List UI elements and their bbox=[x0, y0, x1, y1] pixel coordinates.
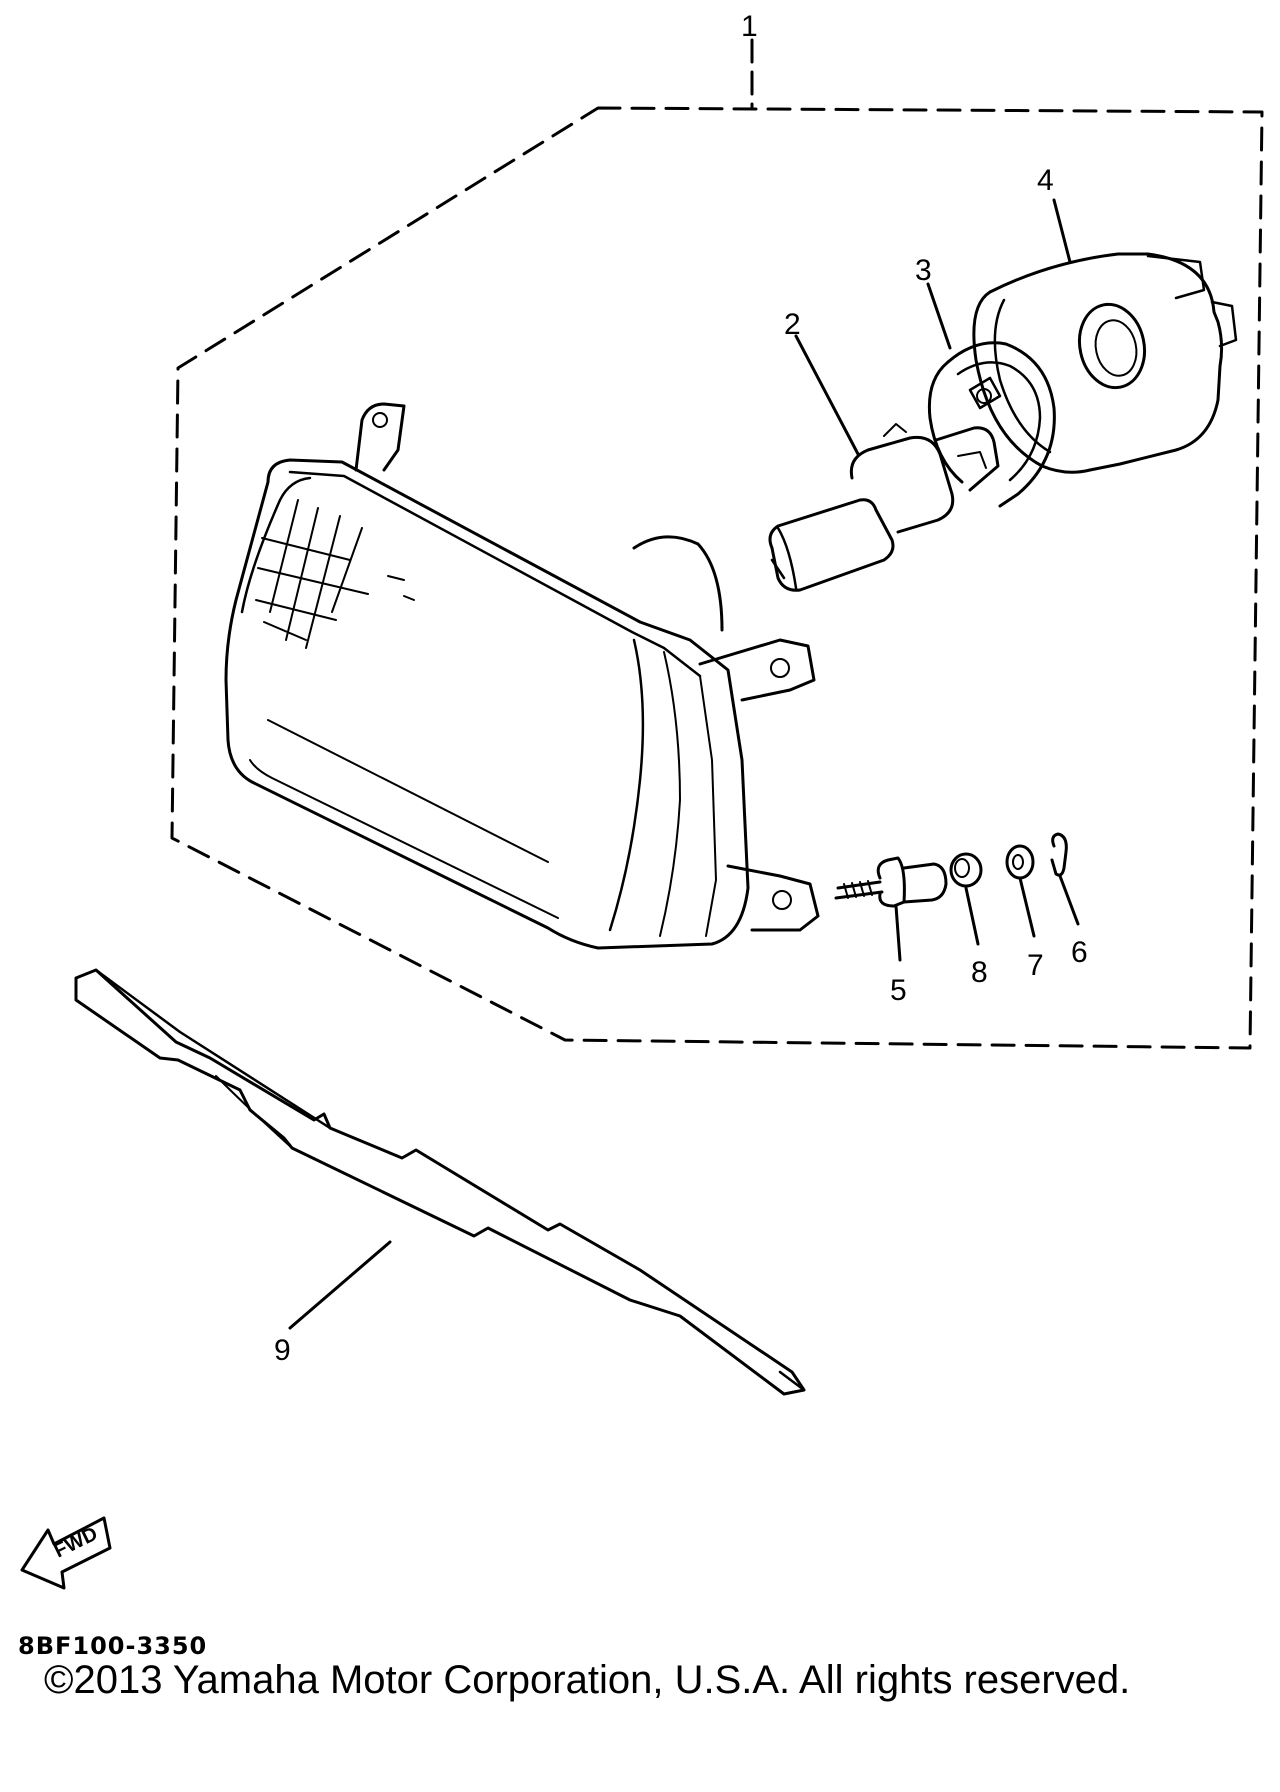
callout-1: 1 bbox=[741, 10, 758, 43]
fwd-arrow-icon: FWD bbox=[20, 1516, 112, 1590]
callout-5: 5 bbox=[890, 974, 907, 1007]
adjusting-screw bbox=[834, 856, 948, 908]
lower-seal-strip bbox=[74, 968, 806, 1396]
leader-line-6 bbox=[1058, 874, 1080, 926]
clip bbox=[1050, 832, 1068, 877]
headlight-housing bbox=[224, 402, 820, 950]
leader-line-8 bbox=[964, 886, 980, 946]
callout-6: 6 bbox=[1071, 936, 1088, 969]
assembly-boundary bbox=[170, 106, 1264, 1050]
collar bbox=[949, 852, 983, 888]
washer bbox=[1005, 844, 1035, 880]
leader-line-9 bbox=[288, 1240, 392, 1330]
callout-3: 3 bbox=[915, 254, 932, 287]
rubber-cover bbox=[972, 252, 1238, 474]
leader-line-3 bbox=[926, 282, 952, 350]
leader-line-4 bbox=[1052, 198, 1072, 264]
callout-2: 2 bbox=[784, 308, 801, 341]
callout-7: 7 bbox=[1027, 949, 1044, 982]
leader-line-5 bbox=[894, 904, 902, 962]
callout-8: 8 bbox=[971, 956, 988, 989]
diagram-part-code: 8BF100-3350 bbox=[18, 1632, 208, 1660]
callout-4: 4 bbox=[1037, 164, 1054, 197]
leader-line-7 bbox=[1018, 876, 1036, 938]
leader-line-2 bbox=[794, 334, 860, 456]
copyright-notice: ©2013 Yamaha Motor Corporation, U.S.A. A… bbox=[44, 1658, 1131, 1702]
bulb bbox=[768, 423, 1000, 592]
callout-9: 9 bbox=[274, 1334, 291, 1367]
